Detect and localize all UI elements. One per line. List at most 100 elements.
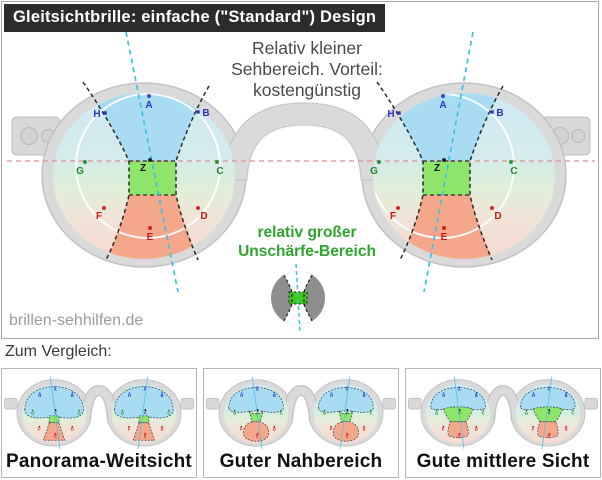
lens-point-label-H: H [93,109,100,120]
lens-point-H [103,111,107,115]
svg-text:A: A [256,387,259,392]
svg-text:Z: Z [458,410,461,415]
svg-text:G: G [233,410,236,415]
lens-point-A [441,94,445,98]
left-hinge [11,116,61,156]
svg-text:A: A [547,387,550,392]
lens-point-F [102,206,106,210]
lens-point-Z [148,158,152,162]
lens-point-label-H: H [387,109,394,120]
lens-point-label-Z: Z [140,163,146,174]
svg-text:A: A [458,387,461,392]
lens-point-B [490,110,494,114]
svg-text:D: D [475,426,478,431]
comparison-label: Guter Nahbereich [219,451,383,472]
svg-text:F: F [532,426,535,431]
blur-icon [271,263,325,333]
svg-text:C: C [369,410,372,415]
lens-point-label-G: G [370,166,378,177]
lens-point-F [396,206,400,210]
lens-point-label-F: F [390,211,396,222]
compare-heading: Zum Vergleich: [5,343,112,360]
svg-text:H: H [330,393,333,398]
svg-text:E: E [346,433,349,438]
lens-point-C [509,160,513,164]
blur-note: relativ großer Unschärfe-Bereich [238,224,376,260]
lens-point-label-D: D [200,211,207,222]
svg-text:B: B [273,393,276,398]
svg-text:A: A [345,387,348,392]
lens-point-C [215,160,219,164]
watermark: brillen-sehhilfen.de [9,312,144,329]
svg-text:H: H [38,393,41,398]
lens-point-label-D: D [494,211,501,222]
svg-text:H: H [532,393,535,398]
svg-text:A: A [143,387,146,392]
svg-text:Z: Z [54,410,57,415]
left-corridor-outline [82,81,210,261]
svg-text:F: F [442,426,445,431]
advantage-note: Relativ kleiner Sehbereich. Vorteil: kos… [231,38,383,100]
lens-point-label-F: F [96,211,102,222]
lens-point-E [442,226,446,230]
svg-text:G: G [525,410,528,415]
bridge [223,102,385,181]
left-gaze-axis [125,31,179,293]
lens-point-label-B: B [496,108,503,119]
svg-text:H: H [442,393,445,398]
svg-text:C: C [78,410,81,415]
comparison-label: Panorama-Weitsicht [6,451,192,472]
lens-point-A [147,94,151,98]
lens-point-G [83,160,87,164]
svg-text:Z: Z [346,410,349,415]
right-gaze-axis [423,31,474,293]
lens-point-label-B: B [202,108,209,119]
svg-text:G: G [435,410,438,415]
svg-text:Z: Z [144,410,147,415]
svg-text:G: G [121,410,124,415]
svg-text:E: E [54,433,57,438]
svg-text:B: B [71,393,74,398]
lens-point-label-G: G [76,166,84,177]
svg-text:A: A [54,387,57,392]
svg-text:F: F [330,426,333,431]
svg-text:C: C [482,410,485,415]
svg-text:H: H [240,393,243,398]
svg-text:E: E [144,433,147,438]
svg-text:G: G [31,410,34,415]
svg-text:E: E [548,433,551,438]
page-title: Gleitsichtbrille: einfache ("Standard") … [4,4,386,32]
svg-text:D: D [71,426,74,431]
lens-point-D [490,206,494,210]
svg-text:D: D [565,426,568,431]
svg-text:Z: Z [256,410,259,415]
lens-point-label-E: E [147,232,154,243]
svg-text:C: C [167,410,170,415]
svg-text:H: H [128,393,131,398]
lens-point-label-C: C [216,166,223,177]
lens-point-label-A: A [439,100,446,111]
svg-text:D: D [161,426,164,431]
left-lens-points: A H B G Z C F D E [76,94,224,243]
svg-text:E: E [458,433,461,438]
lens-point-Z [442,158,446,162]
lens-point-E [148,226,152,230]
lens-point-label-E: E [441,232,448,243]
lens-point-B [196,110,200,114]
svg-text:D: D [273,426,276,431]
svg-text:B: B [363,393,366,398]
svg-text:F: F [128,426,131,431]
svg-text:F: F [240,426,243,431]
lens-point-label-C: C [510,166,517,177]
lens-point-label-A: A [145,100,152,111]
main-panel: A H B G Z C F D E A H B G Z C F D E Gleitsichtbrille: ei… [1,1,599,339]
svg-text:C: C [571,410,574,415]
lens-point-D [196,206,200,210]
